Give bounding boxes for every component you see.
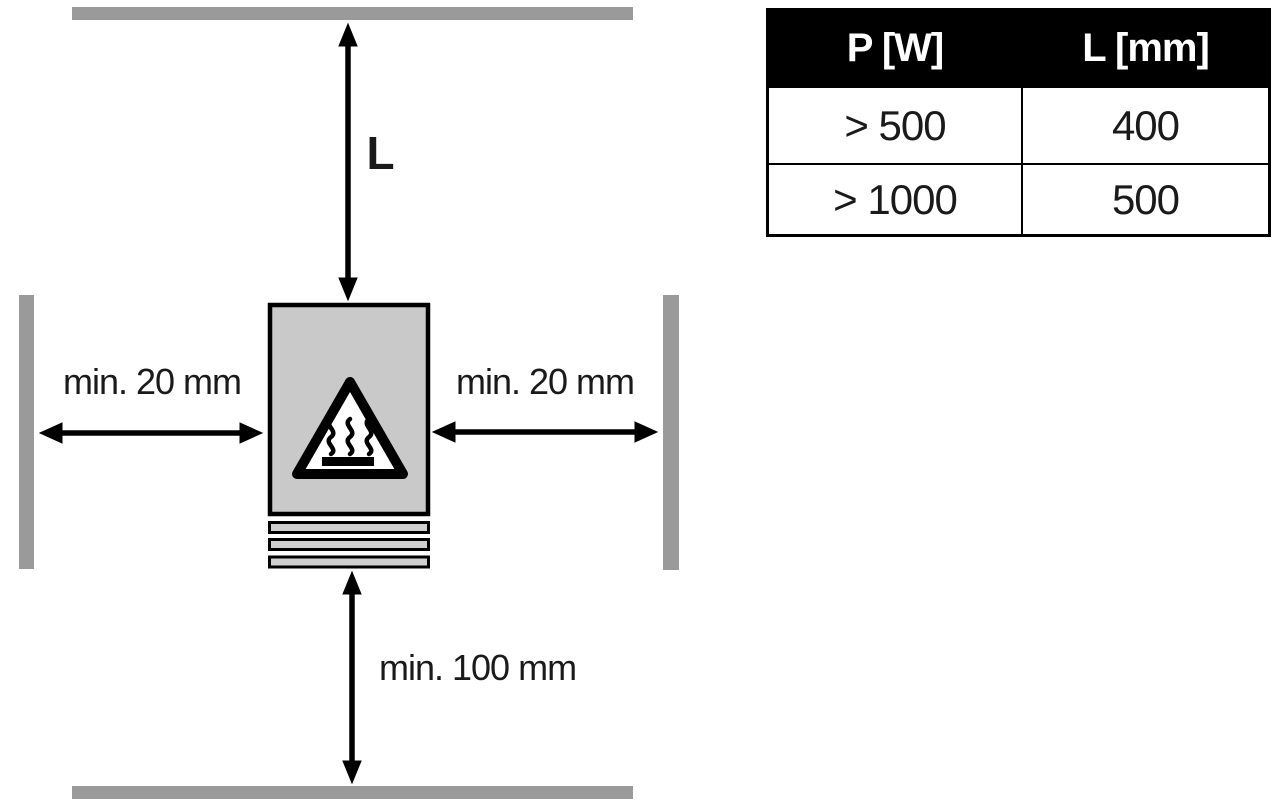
arrow-left-clearance bbox=[38, 422, 264, 444]
arrowhead-right bbox=[634, 421, 659, 443]
heat-wave-3 bbox=[364, 416, 374, 457]
hot-surface-warning-icon bbox=[292, 377, 408, 479]
arrowhead-left bbox=[38, 422, 63, 444]
table-cell-l-row1: 400 bbox=[1021, 86, 1268, 163]
wall-top-bar bbox=[72, 7, 633, 20]
arrow-top-clearance bbox=[338, 22, 358, 302]
label-bottom-clearance: min. 100 mm bbox=[379, 647, 577, 688]
heat-wave-2 bbox=[345, 416, 355, 457]
table-header-l: L [mm] bbox=[1021, 11, 1268, 86]
table-cell-p-row1: > 500 bbox=[769, 86, 1021, 163]
label-distance-l: L bbox=[366, 127, 394, 179]
arrowhead-down bbox=[342, 760, 362, 785]
arrow-bottom-clearance bbox=[342, 570, 362, 785]
arrowhead-right bbox=[239, 422, 264, 444]
wall-left-bar bbox=[19, 295, 34, 569]
label-right-clearance: min. 20 mm bbox=[455, 361, 635, 402]
wall-bottom-bar bbox=[72, 786, 633, 799]
table-header-p: P [W] bbox=[769, 11, 1021, 86]
device-vent-slat-3 bbox=[268, 555, 430, 569]
wall-right-bar bbox=[663, 295, 679, 570]
device-vent-slat-1 bbox=[268, 521, 430, 534]
table-cell-p-row2: > 1000 bbox=[769, 163, 1021, 234]
arrowhead-up bbox=[338, 22, 358, 47]
table-cell-l-row2: 500 bbox=[1021, 163, 1268, 234]
arrow-right-clearance bbox=[431, 421, 659, 443]
heat-wave-1 bbox=[326, 416, 336, 457]
hot-surface-bar bbox=[322, 457, 374, 466]
arrowhead-down bbox=[338, 277, 358, 302]
device-vent-slat-2 bbox=[268, 538, 430, 551]
arrowhead-up bbox=[342, 570, 362, 595]
label-left-clearance: min. 20 mm bbox=[62, 361, 242, 402]
power-clearance-table: P [W] L [mm] > 500 400 > 1000 500 bbox=[766, 8, 1271, 237]
arrowhead-left bbox=[431, 421, 456, 443]
